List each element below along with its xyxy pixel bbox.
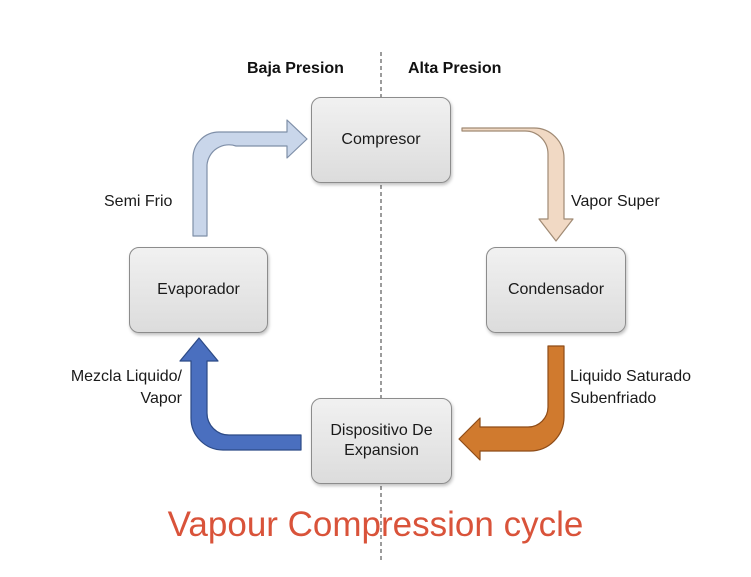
compressor-label: Compresor	[341, 131, 421, 148]
condenser-box: Condensador	[486, 247, 626, 333]
evaporator-box: Evaporador	[129, 247, 268, 333]
evaporator-label: Evaporador	[157, 281, 240, 298]
arrow-compressor-to-condenser	[461, 127, 574, 242]
flow-label-liquido-line2: Subenfriado	[570, 390, 657, 407]
expansion-label-line2: Expansion	[344, 442, 419, 459]
low-pressure-label: Baja Presion	[247, 60, 344, 77]
expansion-label-line1: Dispositivo De	[330, 422, 433, 439]
flow-label-semi-frio: Semi Frio	[104, 193, 173, 210]
arrow-condenser-to-expansion	[458, 345, 565, 461]
high-pressure-label: Alta Presion	[408, 60, 502, 77]
compressor-box: Compresor	[311, 97, 451, 183]
arrow-evaporator-to-compressor	[192, 119, 308, 237]
diagram-title: Vapour Compression cycle	[167, 505, 584, 544]
expansion-device-box: Dispositivo De Expansion	[311, 398, 452, 484]
flow-label-vapor-super: Vapor Super	[571, 193, 660, 210]
flow-label-mezcla-line1: Mezcla Liquido/	[70, 368, 182, 385]
flow-label-liquido-line1: Liquido Saturado	[570, 368, 691, 385]
condenser-label: Condensador	[507, 281, 605, 298]
flow-label-mezcla-line2: Vapor	[140, 390, 182, 407]
arrow-expansion-to-evaporator	[179, 337, 302, 451]
